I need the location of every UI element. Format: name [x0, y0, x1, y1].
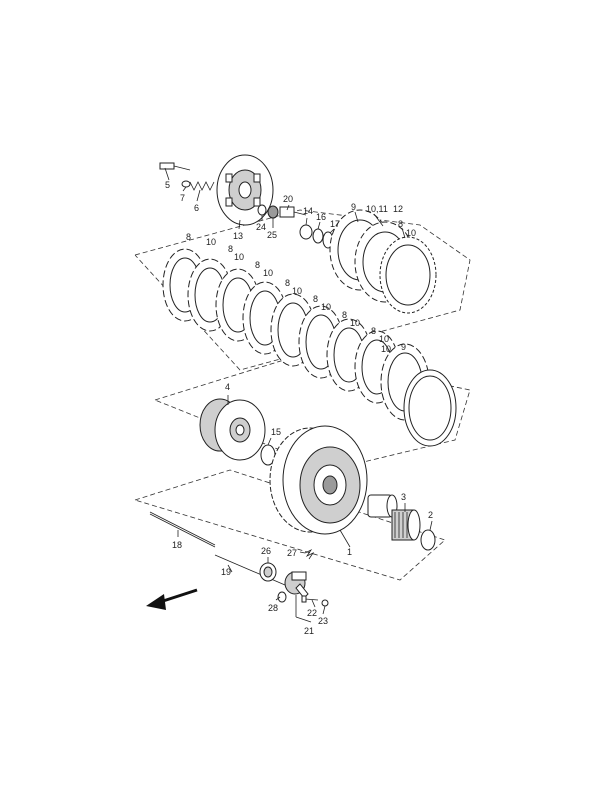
- label-26: 26: [261, 546, 271, 556]
- label-27: 27: [287, 548, 297, 558]
- label-8-row2: 8: [228, 244, 233, 254]
- pressure-plate-assembly: [159, 154, 334, 249]
- label-12: 12: [393, 204, 403, 214]
- label-23: 23: [318, 616, 328, 626]
- label-14: 14: [303, 206, 313, 216]
- label-25: 25: [267, 230, 277, 240]
- part-labels: 5 7 6 13 20 24 25 14 16 17 9 10,11 12 8 …: [165, 180, 433, 636]
- label-10-row7: 10: [379, 334, 389, 344]
- washer-part-23: [321, 599, 329, 607]
- needle-bearing-part-3: [391, 509, 421, 541]
- bolt-part-5: [159, 162, 191, 171]
- label-10-top: 10: [406, 228, 416, 238]
- label-17: 17: [330, 219, 340, 229]
- spring-part-6: [189, 181, 215, 191]
- push-rod-part-19: [214, 554, 286, 586]
- clutch-housing-part-1: [269, 425, 398, 535]
- plate-group-upper: [329, 209, 437, 314]
- label-10-row6: 10: [350, 318, 360, 328]
- washer-part-7: [181, 180, 191, 188]
- ring-part-16: [312, 228, 324, 244]
- label-8-top: 8: [398, 219, 403, 229]
- label-8-row5: 8: [313, 294, 318, 304]
- label-15: 15: [271, 427, 281, 437]
- label-8-row4: 8: [285, 278, 290, 288]
- label-2: 2: [428, 510, 433, 520]
- label-9-top: 9: [351, 202, 356, 212]
- spring-part-27: [304, 548, 315, 560]
- label-8-row6: 8: [342, 310, 347, 320]
- label-4: 4: [225, 382, 230, 392]
- o-ring-part-28: [277, 591, 287, 603]
- label-22: 22: [307, 608, 317, 618]
- label-13: 13: [233, 231, 243, 241]
- arrow-left-down-icon: [146, 588, 198, 610]
- label-10-row5: 10: [321, 302, 331, 312]
- release-lever-part-21: [284, 571, 309, 599]
- label-8-row1: 8: [186, 232, 191, 242]
- label-3: 3: [401, 492, 406, 502]
- label-8-row7: 8: [371, 326, 376, 336]
- bolt-part-22: [301, 595, 319, 603]
- label-18: 18: [172, 540, 182, 550]
- washer-part-24: [257, 204, 267, 216]
- label-10-row2: 10: [234, 252, 244, 262]
- label-9-bottom: 9: [401, 342, 406, 352]
- spacer-sleeve: [367, 494, 398, 518]
- washer-part-14: [299, 224, 313, 240]
- label-24: 24: [256, 222, 266, 232]
- leader-lines: [164, 167, 433, 623]
- plate-part-12-top: [379, 236, 437, 314]
- label-10-11: 10,11: [366, 204, 388, 214]
- label-10-row3: 10: [263, 268, 273, 278]
- label-16: 16: [316, 212, 326, 222]
- label-21: 21: [304, 626, 314, 636]
- plate-stack-middle: [162, 248, 457, 447]
- push-rod-part-18: [149, 511, 216, 548]
- label-10-row4: 10: [292, 286, 302, 296]
- sleeve-hub-part-4: [199, 398, 266, 461]
- label-5: 5: [165, 180, 170, 190]
- label-1: 1: [347, 547, 352, 557]
- label-20: 20: [283, 194, 293, 204]
- label-19: 19: [221, 567, 231, 577]
- label-8-row3: 8: [255, 260, 260, 270]
- label-6: 6: [194, 203, 199, 213]
- label-28: 28: [268, 603, 278, 613]
- label-10-row8: 10: [381, 344, 391, 354]
- pushrod-part-20: [279, 206, 307, 218]
- label-10-row1: 10: [206, 237, 216, 247]
- oil-seal-part-26: [259, 562, 277, 582]
- wave-ring: [403, 369, 457, 447]
- bearing-part-25: [267, 205, 279, 219]
- thrust-washer-part-2: [420, 529, 436, 551]
- label-7: 7: [180, 193, 185, 203]
